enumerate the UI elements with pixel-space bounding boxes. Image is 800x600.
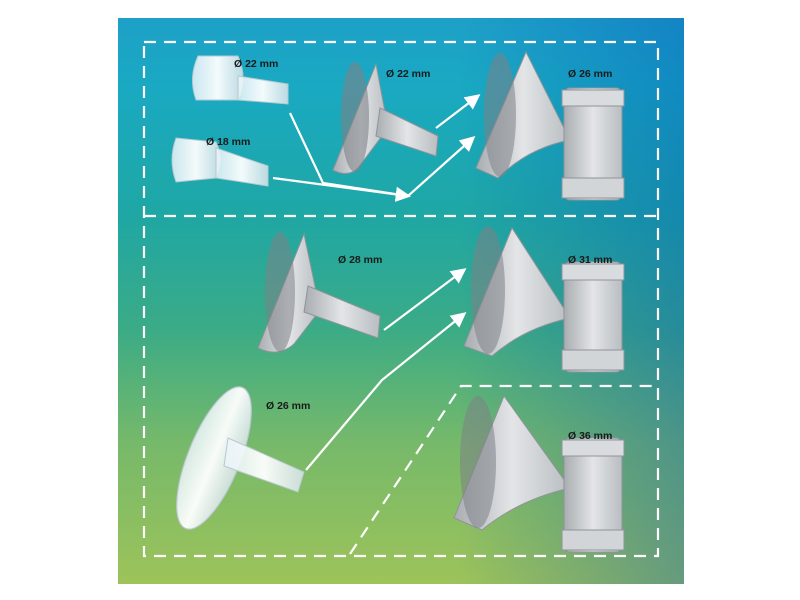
flange-insert-icon <box>192 55 289 105</box>
arrow-icon <box>272 94 481 471</box>
breast-shield-icon <box>475 50 571 179</box>
breast-shield-icon <box>332 62 439 174</box>
label-18mm-insert: Ø 18 mm <box>206 136 251 148</box>
label-36mm-shield: Ø 36 mm <box>568 430 613 442</box>
label-22mm-shield: Ø 22 mm <box>386 68 431 80</box>
pump-connector-icon <box>561 261 625 373</box>
product-panel: Ø 22 mm Ø 18 mm Ø 22 mm Ø 26 mm Ø 28 mm … <box>118 18 684 584</box>
pump-connector-icon <box>561 437 625 553</box>
label-26mm-insert: Ø 26 mm <box>266 400 311 412</box>
dashed-frames <box>142 40 660 558</box>
label-26mm-shield: Ø 26 mm <box>568 68 613 80</box>
breast-shield-icon <box>453 394 571 531</box>
breast-shield-icon <box>463 226 571 357</box>
flange-insert-icon <box>176 386 305 530</box>
pump-connector-icon <box>561 87 625 201</box>
flange-insert-icon <box>171 137 269 187</box>
label-31mm-shield: Ø 31 mm <box>568 254 613 266</box>
breast-shield-icon <box>257 232 381 353</box>
diagram-art <box>142 40 660 558</box>
label-22mm-insert: Ø 22 mm <box>234 58 279 70</box>
label-28mm-shield: Ø 28 mm <box>338 254 383 266</box>
